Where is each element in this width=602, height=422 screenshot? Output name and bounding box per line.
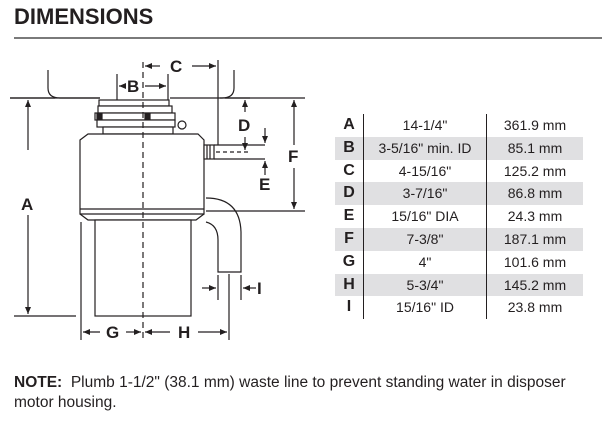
label-b: B: [127, 77, 139, 96]
imperial-value: 5-3/4": [363, 273, 487, 297]
dimension-letter: F: [335, 227, 364, 251]
imperial-value: 3-7/16": [363, 182, 487, 206]
dimension-letter: I: [335, 296, 364, 320]
dishwasher-inlet: [203, 144, 215, 160]
label-h: H: [178, 323, 190, 342]
title-divider: [14, 37, 602, 39]
metric-value: 24.3 mm: [507, 208, 563, 225]
mounting-assembly: [94, 99, 187, 135]
imperial-value: 7-3/8": [363, 227, 487, 251]
sink-outline: [47, 70, 100, 99]
label-d: D: [238, 116, 250, 135]
label-c: C: [170, 57, 182, 76]
page-title: DIMENSIONS: [14, 4, 154, 29]
label-f: F: [288, 147, 298, 166]
dimension-letter: H: [335, 273, 364, 297]
metric-value: 145.2 mm: [486, 273, 583, 297]
imperial-value: 3-5/16" min. ID: [363, 136, 487, 160]
metric-value: 361.9 mm: [503, 117, 567, 133]
note-label: NOTE:: [14, 374, 63, 391]
metric-value: 85.1 mm: [486, 136, 583, 160]
dimension-letter: C: [335, 159, 364, 183]
metric-value: 125.2 mm: [503, 162, 567, 179]
label-e: E: [259, 175, 270, 194]
dimension-letter: G: [335, 250, 364, 274]
metric-value: 101.6 mm: [503, 253, 567, 270]
metric-value: 86.8 mm: [486, 182, 583, 206]
imperial-value: 15/16" DIA: [363, 205, 487, 228]
label-g: G: [106, 323, 119, 342]
disposer-dimension-diagram: A B C D E F G H I: [10, 57, 305, 342]
metric-value: 187.1 mm: [486, 227, 583, 251]
imperial-value: 15/16" ID: [363, 296, 487, 320]
motor-housing: [79, 133, 205, 215]
dimension-letter: D: [335, 182, 364, 206]
label-a: A: [21, 195, 33, 214]
imperial-value: 14-1/4": [363, 114, 487, 137]
installation-note: NOTE: Plumb 1-1/2" (38.1 mm) waste line …: [14, 373, 594, 413]
dimension-letter: A: [335, 114, 364, 137]
imperial-value: 4-15/16": [363, 159, 487, 183]
metric-value: 23.8 mm: [507, 299, 563, 316]
label-i: I: [257, 279, 262, 298]
imperial-value: 4": [363, 250, 487, 274]
discharge-tube: [205, 197, 242, 273]
note-text: Plumb 1-1/2" (38.1 mm) waste line to pre…: [14, 374, 566, 411]
dimension-letter: B: [335, 136, 364, 160]
dimension-letter: E: [335, 205, 364, 228]
